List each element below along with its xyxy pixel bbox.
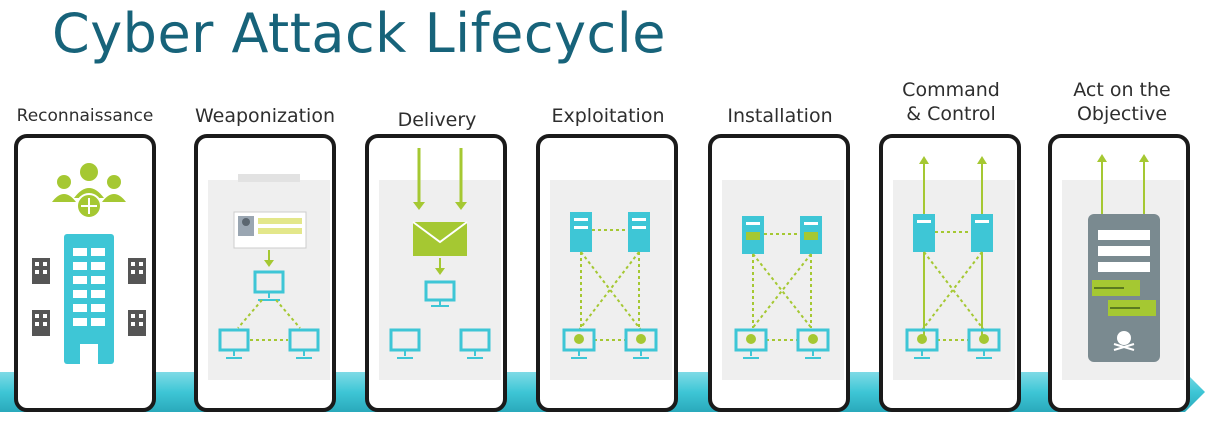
envelope-icon — [412, 221, 468, 256]
stage-card-installation — [708, 134, 850, 412]
installation-illustration — [722, 180, 844, 380]
reconnaissance-illustration — [32, 163, 146, 364]
stage-label-line: Objective — [1076, 103, 1168, 125]
skull-icon — [746, 334, 818, 344]
stage-card-reconnaissance — [14, 134, 156, 412]
page-title: Cyber Attack Lifecycle — [52, 2, 666, 65]
exploitation-illustration — [550, 180, 672, 380]
skull-icon — [1113, 331, 1135, 351]
stage-label-command-control: Command & Control — [866, 78, 1036, 126]
stage-card-weaponization — [194, 134, 336, 412]
stage-label-exploitation: Exploitation — [551, 105, 665, 127]
skull-icon — [574, 334, 646, 344]
stage-label-line: Act on the — [1073, 79, 1171, 101]
stage-card-act-on-objective — [1048, 134, 1190, 412]
act-on-objective-illustration — [1062, 154, 1184, 380]
data-server-icon — [1088, 214, 1160, 362]
document-icon — [233, 211, 307, 249]
server-icon — [570, 212, 650, 252]
malware-icon — [746, 232, 818, 240]
stage-label-weaponization: Weaponization — [194, 105, 336, 127]
stage-label-line: & Control — [906, 103, 996, 125]
stage-label-installation: Installation — [727, 105, 833, 127]
stage-card-command-control — [879, 134, 1021, 412]
building-icon — [64, 234, 114, 364]
stage-label-line: Command — [902, 79, 1000, 101]
skull-icon — [917, 334, 989, 344]
stage-label-act-on-objective: Act on the Objective — [1037, 78, 1205, 126]
command-control-illustration — [893, 156, 1015, 380]
stage-label-delivery: Delivery — [397, 109, 477, 131]
delivery-illustration — [379, 148, 501, 380]
stage-label-reconnaissance: Reconnaissance — [16, 106, 154, 126]
server-icon — [913, 214, 993, 252]
stage-card-delivery — [365, 134, 507, 412]
stage-card-exploitation — [536, 134, 678, 412]
weaponization-illustration — [208, 174, 330, 380]
